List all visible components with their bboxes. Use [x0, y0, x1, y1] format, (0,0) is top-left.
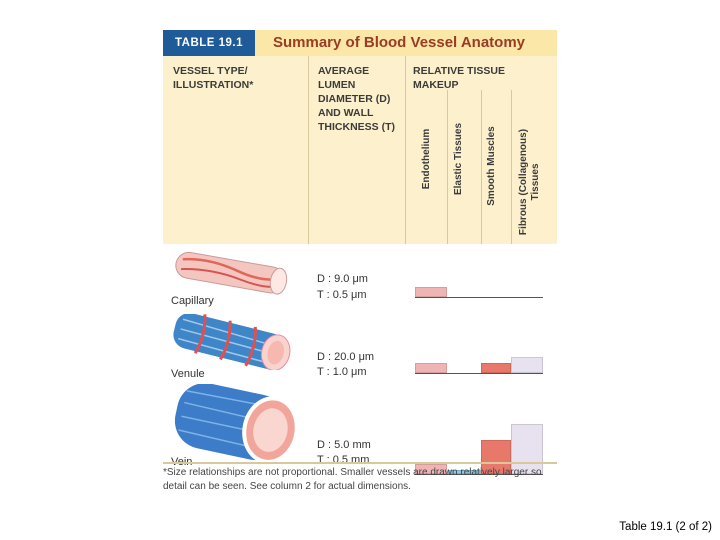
vein-diameter: D : 5.0 mm — [317, 439, 371, 451]
capillary-wall-thickness: T : 0.5 μm — [317, 289, 367, 301]
bar-vein-endothelium — [415, 464, 447, 474]
footnote-divider — [163, 462, 557, 464]
bar-vein-fibrous — [511, 424, 543, 474]
header-smooth-muscles: Smooth Muscles — [486, 126, 497, 206]
table-19-1: TABLE 19.1 Summary of Blood Vessel Anato… — [163, 30, 557, 500]
header-fibrous-tissues: Fibrous (Collagenous) Tissues — [518, 128, 541, 236]
row-label-venule: Venule — [171, 368, 205, 380]
slide-caption: Table 19.1 (2 of 2) — [619, 521, 712, 533]
header-elastic-tissues: Elastic Tissues — [453, 122, 464, 196]
capillary-diameter: D : 9.0 μm — [317, 273, 368, 285]
venule-diameter: D : 20.0 μm — [317, 351, 375, 363]
capillary-illustration — [175, 251, 288, 295]
table-header: VESSEL TYPE/ ILLUSTRATION* AVERAGE LUMEN… — [163, 56, 557, 244]
makeup-baseline — [415, 373, 543, 374]
bar-capillary-endothelium — [415, 287, 447, 297]
table-body: Capillary Venule — [163, 244, 557, 475]
bar-vein-smooth — [481, 440, 511, 474]
table-footnote: *Size relationships are not proportional… — [163, 467, 542, 492]
table-number: TABLE 19.1 — [163, 30, 255, 56]
header-diameter: AVERAGE LUMEN DIAMETER (D) AND WALL THIC… — [318, 65, 395, 133]
header-endothelium: Endothelium — [421, 128, 432, 190]
venule-illustration — [173, 314, 291, 370]
bar-venule-fibrous — [511, 357, 543, 373]
makeup-baseline — [415, 474, 543, 475]
vein-wall-thickness: T : 0.5 mm — [317, 454, 370, 466]
bar-venule-smooth — [481, 363, 511, 373]
venule-wall-thickness: T : 1.0 μm — [317, 366, 367, 378]
column-divider — [511, 90, 512, 244]
header-tissue-makeup: RELATIVE TISSUE MAKEUP — [413, 65, 505, 91]
bar-venule-endothelium — [415, 363, 447, 373]
column-divider — [447, 90, 448, 244]
table-title-bar: TABLE 19.1 Summary of Blood Vessel Anato… — [163, 30, 557, 56]
bar-vein-elastic — [448, 470, 480, 474]
column-divider — [481, 90, 482, 244]
table-title: Summary of Blood Vessel Anatomy — [273, 34, 526, 51]
vein-illustration — [174, 384, 299, 464]
row-label-capillary: Capillary — [171, 295, 214, 307]
header-vessel-type: VESSEL TYPE/ ILLUSTRATION* — [173, 65, 254, 91]
makeup-baseline — [415, 297, 543, 298]
